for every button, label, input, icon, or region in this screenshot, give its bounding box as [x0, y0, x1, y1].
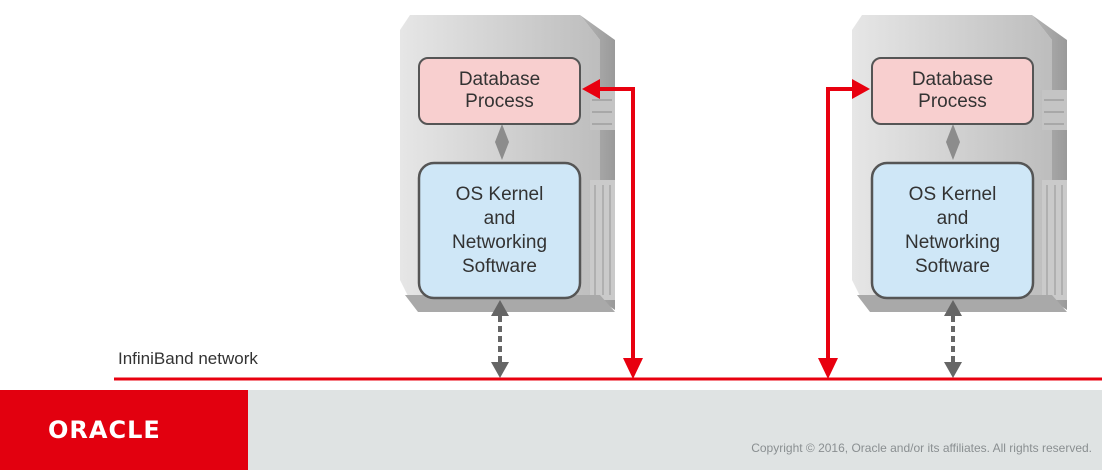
database-box-left — [418, 57, 581, 125]
os-kernel-label-left: OS Kernel and Networking Software — [419, 163, 580, 298]
footer-bar: ORACLE Copyright © 2016, Oracle and/or i… — [0, 390, 1102, 470]
copyright-notice: Copyright © 2016, Oracle and/or its affi… — [751, 441, 1092, 455]
os-kernel-box-left — [417, 161, 582, 300]
database-label-line1: Database — [911, 69, 994, 90]
gray-dashed-arrow-left — [491, 300, 509, 378]
red-arrow-right — [818, 79, 870, 379]
database-label-line2: Process — [918, 91, 987, 112]
database-process-label-right: Database Process — [872, 58, 1033, 124]
gray-dashed-arrow-right — [944, 300, 962, 378]
os-label-line4: Software — [915, 255, 990, 277]
database-process-label-left: Database Process — [419, 58, 580, 124]
database-label-line1: Database — [458, 69, 541, 90]
database-label-line2: Process — [465, 91, 534, 112]
logo-text: ORACLE — [48, 416, 161, 444]
os-label-line2: and — [483, 207, 516, 229]
os-label-line3: Networking — [904, 231, 1001, 253]
red-arrow-left — [582, 79, 643, 379]
os-label-line3: Networking — [451, 231, 548, 253]
os-label-line4: Software — [462, 255, 537, 277]
network-label: InfiniBand network — [118, 349, 258, 368]
database-box-right — [871, 57, 1034, 125]
os-label-line1: OS Kernel — [455, 183, 544, 205]
os-label-line1: OS Kernel — [908, 183, 997, 205]
connector-diamond-left — [495, 124, 509, 160]
oracle-logo: ORACLE — [0, 390, 248, 470]
connector-diamond-right — [946, 124, 960, 160]
os-kernel-box-right — [870, 161, 1035, 300]
os-label-line2: and — [936, 207, 969, 229]
os-kernel-label-right: OS Kernel and Networking Software — [872, 163, 1033, 298]
